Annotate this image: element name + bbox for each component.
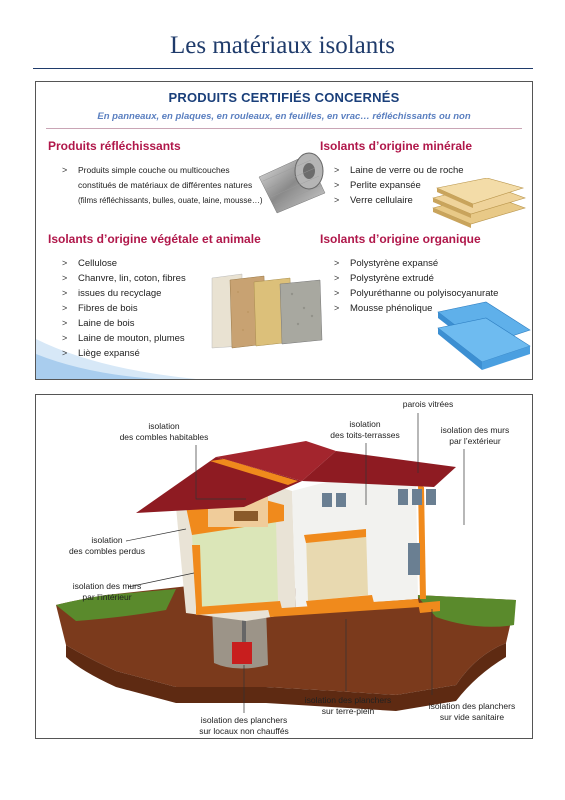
list-item: Laine de bois — [62, 316, 232, 331]
category-organic-list: Polystyrène expansé Polystyrène extrudé … — [334, 256, 524, 316]
label-planchers-locaux: isolation des planchers sur locaux non c… — [199, 715, 289, 736]
label-planchers-terre-plein: isolation des planchers sur terre-plein — [304, 695, 392, 716]
label-combles-perdus: isolation des combles perdus — [68, 535, 146, 556]
list-item: Mousse phénolique — [334, 301, 524, 316]
title-divider — [33, 68, 533, 69]
category-mineral-title: Isolants d’origine minérale — [320, 139, 473, 153]
label-toits-terrasses: isolation des toits-terrasses — [330, 419, 400, 440]
list-item: Fibres de bois — [62, 301, 232, 316]
page-title: Les matériaux isolants — [170, 32, 395, 59]
certified-products-panel: PRODUITS CERTIFIÉS CONCERNÉS En panneaux… — [35, 81, 533, 380]
list-item: Cellulose — [62, 256, 232, 271]
list-item: Verre cellulaire — [334, 193, 494, 208]
category-reflective-title: Produits réfléchissants — [48, 139, 181, 153]
list-item: Polystyrène extrudé — [334, 271, 524, 286]
list-item: issues du recyclage — [62, 286, 232, 301]
list-item: Laine de mouton, plumes — [62, 331, 232, 346]
category-plant-animal-list: Cellulose Chanvre, lin, coton, fibres is… — [62, 256, 232, 361]
plant-fiber-samples-image — [211, 273, 323, 349]
category-reflective-list: Produits simple couche ou multicouches c… — [62, 163, 272, 208]
label-parois-vitrees: parois vitrées — [402, 399, 454, 409]
list-item: Laine de verre ou de roche — [334, 163, 494, 178]
products-divider — [46, 128, 522, 129]
products-subheading: En panneaux, en plaques, en rouleaux, en… — [97, 111, 471, 122]
category-organic-title: Isolants d’origine organique — [320, 232, 481, 246]
products-heading: PRODUITS CERTIFIÉS CONCERNÉS — [168, 90, 400, 105]
sofa-icon — [234, 511, 258, 521]
label-murs-exterieur: isolation des murs par l’extérieur — [440, 425, 510, 446]
list-item: Polystyrène expansé — [334, 256, 524, 271]
reflective-roll-image — [258, 152, 326, 214]
blue-swoosh-decoration — [36, 339, 196, 379]
mineral-wool-panels-image — [432, 178, 526, 228]
house-illustration — [56, 413, 516, 713]
label-combles-habitables: isolation des combles habitables — [119, 421, 209, 442]
boiler-icon — [232, 642, 252, 664]
label-planchers-vide-sanitaire: isolation des planchers sur vide sanitai… — [428, 701, 516, 722]
list-item: Polyuréthanne ou polyisocyanurate — [334, 286, 524, 301]
list-item: Chanvre, lin, coton, fibres — [62, 271, 232, 286]
category-mineral-list: Laine de verre ou de roche Perlite expan… — [334, 163, 494, 208]
list-item: Produits simple couche ou multicouches c… — [62, 163, 272, 208]
category-plant-animal-title: Isolants d’origine végétale et animale — [48, 232, 261, 246]
list-item: Liège expansé — [62, 346, 232, 361]
house-insulation-diagram: parois vitrées isolation des combles hab… — [35, 394, 533, 739]
list-item: Perlite expansée — [334, 178, 494, 193]
polystyrene-panels-image — [437, 301, 531, 370]
label-murs-interieur: isolation des murs par l’intérieur — [72, 581, 142, 602]
